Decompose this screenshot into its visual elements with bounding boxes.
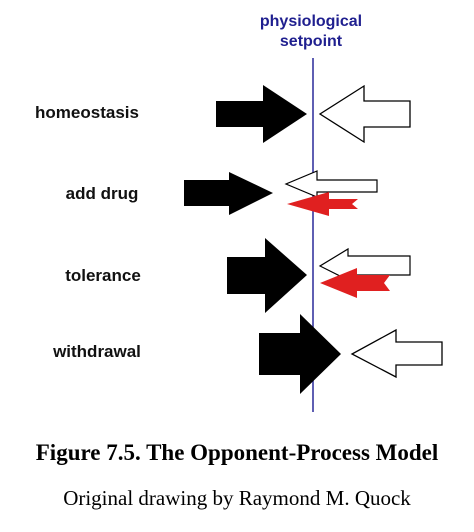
diagram-arrows <box>184 58 443 412</box>
row-label-add-drug: add drug <box>65 184 139 203</box>
row-label-withdrawal: withdrawal <box>53 342 141 361</box>
process-a-arrow <box>184 172 273 215</box>
process-a-arrow <box>216 85 307 143</box>
setpoint-label-line2: setpoint <box>279 33 343 50</box>
setpoint-label-line1: physiological <box>259 13 363 30</box>
row-label-homeostasis: homeostasis <box>35 103 139 122</box>
process-a-arrow <box>259 314 341 394</box>
process-b-arrow <box>318 247 411 281</box>
process-a-arrow <box>227 238 307 313</box>
figure-caption-credit: Original drawing by Raymond M. Quock <box>63 486 411 510</box>
process-b-arrow <box>318 84 411 144</box>
drug-arrow <box>287 192 358 216</box>
drug-arrow <box>320 268 390 298</box>
process-b-arrow <box>350 328 443 379</box>
opponent-process-diagram: physiological setpoint homeostasis add d… <box>35 13 443 412</box>
row-label-tolerance: tolerance <box>65 266 141 285</box>
process-b-arrow <box>284 170 378 198</box>
figure-caption-title: Figure 7.5. The Opponent-Process Model <box>35 440 439 465</box>
